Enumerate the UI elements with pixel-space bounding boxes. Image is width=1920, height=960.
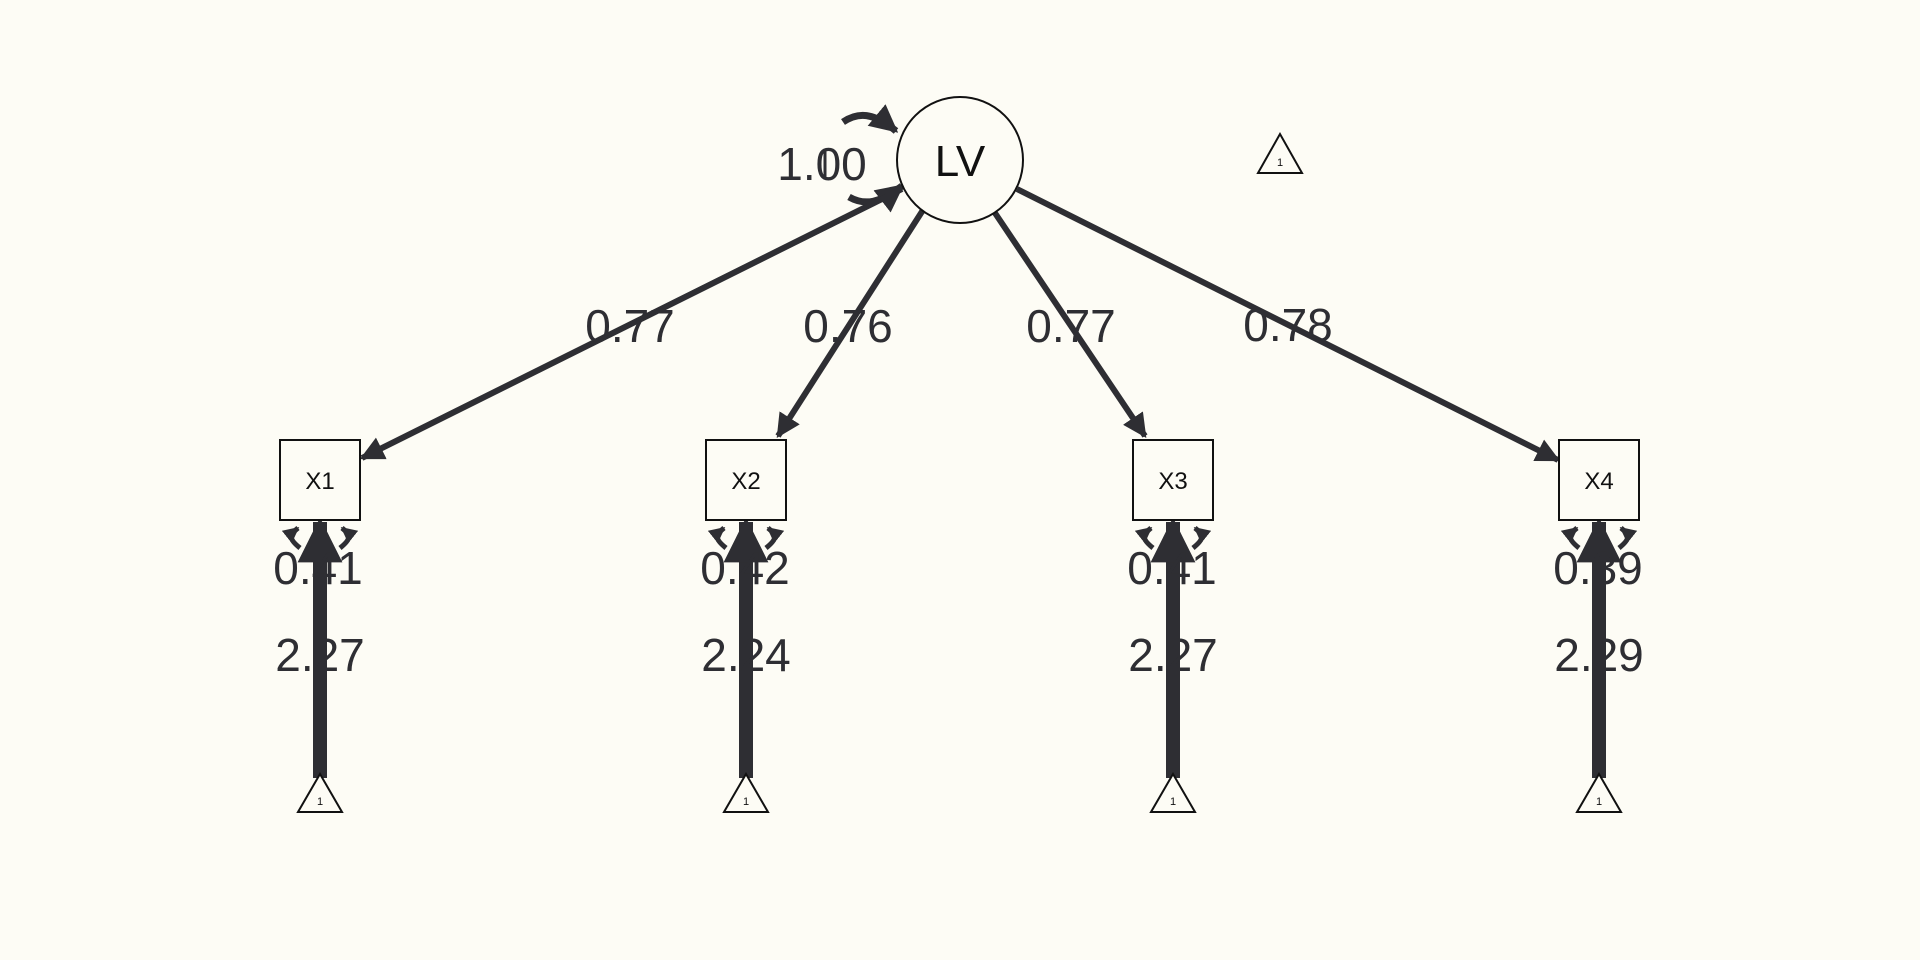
- residual-loops: [281, 526, 1638, 550]
- intercept-constant-label-x4: 1: [1596, 796, 1602, 808]
- intercept-constant-label-x2: 1: [743, 796, 749, 808]
- intercept-constant-x2: 1: [722, 772, 770, 813]
- residual-label-x3: 0.41: [1127, 542, 1217, 594]
- indicator-x3: X3: [1132, 439, 1214, 521]
- intercept-constant-label-x3: 1: [1170, 796, 1176, 808]
- loading-label-x3: 0.77: [1026, 300, 1116, 352]
- intercept-constant-x4: 1: [1575, 772, 1623, 813]
- indicator-label-x1: X1: [305, 468, 334, 495]
- intercept-constant-x1: 1: [296, 772, 344, 813]
- loading-label-x2: 0.76: [803, 300, 893, 352]
- residual-label-x4: 0.39: [1553, 542, 1643, 594]
- residual-label-x2: 0.42: [700, 542, 790, 594]
- intercept-label-x2: 2.24: [701, 629, 791, 681]
- indicator-label-x3: X3: [1158, 468, 1187, 495]
- indicator-x2: X2: [705, 439, 787, 521]
- residual-loop-x4: [1560, 526, 1638, 550]
- loading-arrow-x3: [992, 211, 1148, 438]
- intercept-label-x1: 2.27: [275, 629, 365, 681]
- edge-labels: 1.00 0.77 0.76 0.77 0.78 0.41 0.42 0.41 …: [273, 138, 1644, 681]
- intercept-label-x3: 2.27: [1128, 629, 1218, 681]
- loading-label-x1: 0.77: [585, 300, 675, 352]
- intercept-constant-label-x1: 1: [317, 796, 323, 808]
- residual-loop-x3: [1134, 526, 1212, 550]
- residual-label-x1: 0.41: [273, 542, 363, 594]
- intercept-arrows: [297, 517, 1622, 778]
- loading-arrow-x2: [775, 208, 926, 439]
- residual-loop-x1: [281, 526, 359, 550]
- latent-label: LV: [935, 137, 986, 186]
- latent-mean-constant: 1: [1256, 131, 1304, 174]
- intercept-constant-x3: 1: [1149, 772, 1197, 813]
- residual-loop-x2: [707, 526, 785, 550]
- latent-node: LV: [896, 96, 1024, 224]
- indicator-x1: X1: [279, 439, 361, 521]
- loading-arrows: [359, 186, 1561, 463]
- latent-variance-label: 1.00: [777, 138, 867, 190]
- loading-label-x4: 0.78: [1243, 299, 1333, 351]
- indicator-label-x2: X2: [731, 468, 760, 495]
- loading-arrow-x1: [359, 186, 904, 461]
- indicator-label-x4: X4: [1584, 468, 1613, 495]
- loading-arrow-x4: [1015, 186, 1561, 463]
- latent-mean-constant-label: 1: [1277, 157, 1283, 169]
- indicator-x4: X4: [1558, 439, 1640, 521]
- intercept-label-x4: 2.29: [1554, 629, 1644, 681]
